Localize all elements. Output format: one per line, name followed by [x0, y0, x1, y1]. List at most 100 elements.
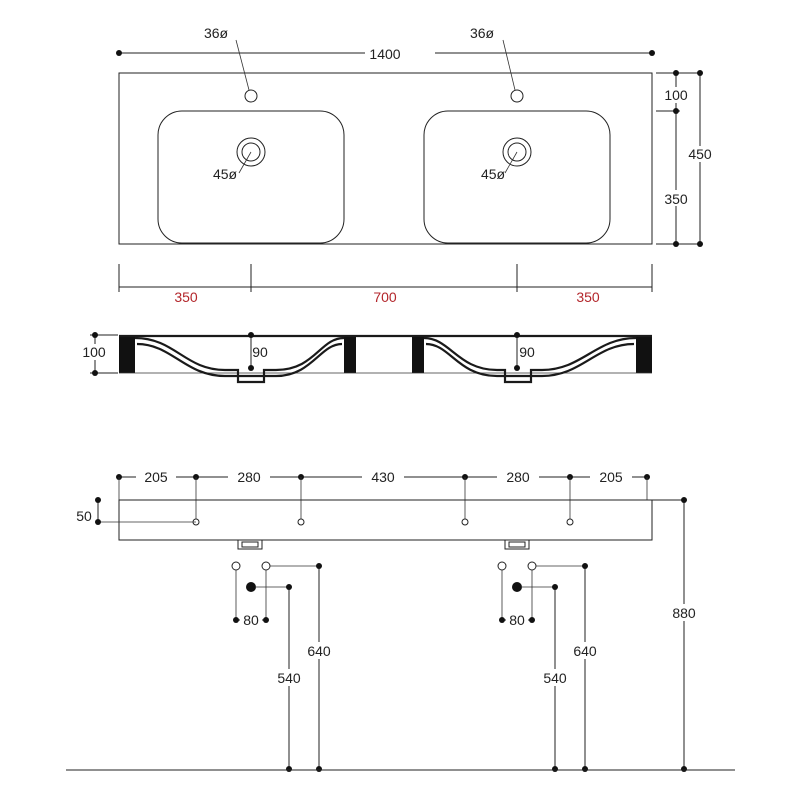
- dimension-tick: [92, 332, 98, 338]
- left-basin-depth-label: 90: [252, 344, 268, 360]
- dimension-tick: [316, 766, 322, 772]
- section-height-label: 100: [82, 344, 106, 360]
- depth-to-basin-label: 100: [664, 87, 688, 103]
- bracket-spacing-2: 280: [237, 469, 261, 485]
- left-basin-profile-outer: [134, 336, 345, 384]
- label-bg: [590, 468, 632, 485]
- dimension-tick: [529, 617, 535, 623]
- dimension-tick: [673, 108, 679, 114]
- bracket-height-label: 50: [76, 508, 92, 524]
- right-supply-height-label: 640: [573, 643, 597, 659]
- left-tap-hole: [244, 89, 258, 103]
- left-drain-outlet-inner: [241, 541, 259, 548]
- dimension-tick: [673, 241, 679, 247]
- mounting-height-label: 880: [672, 605, 696, 621]
- left-plumbing-group: 80 540 640: [231, 561, 336, 772]
- left-hot-supply-point: [261, 561, 271, 571]
- bracket-spacing-5: 205: [599, 469, 623, 485]
- right-basin-profile-inner: [425, 342, 635, 378]
- overall-width-label: 1400: [369, 46, 400, 62]
- dimension-tick: [582, 766, 588, 772]
- right-basin-depth-label: 90: [519, 344, 535, 360]
- label-bg: [228, 468, 270, 485]
- label-bg: [667, 604, 701, 621]
- label-bg: [79, 344, 109, 360]
- dimension-tick: [681, 497, 687, 503]
- label-bg: [568, 642, 602, 659]
- left-basin-profile-inner: [136, 342, 343, 378]
- dimension-tick: [582, 563, 588, 569]
- label-bg: [240, 612, 262, 628]
- left-supply-height-label: 640: [307, 643, 331, 659]
- right-tap-leader: [502, 39, 516, 91]
- label-bg: [272, 669, 306, 686]
- section-block-center-left: [344, 337, 356, 373]
- left-drain-outlet: [237, 539, 263, 550]
- right-basin-profile-outer: [423, 336, 637, 384]
- dimension-tick: [514, 332, 520, 338]
- spacing-right-label: 350: [576, 289, 600, 305]
- label-bg: [136, 468, 176, 485]
- dimension-tick: [95, 519, 101, 525]
- left-waste-point: [246, 582, 256, 592]
- spacing-center-label: 700: [373, 289, 397, 305]
- section-block-left: [119, 335, 135, 373]
- bracket-spacing-4: 280: [506, 469, 530, 485]
- bracket-hole: [461, 518, 469, 526]
- dimension-tick: [248, 365, 254, 371]
- right-waste-height-label: 540: [543, 670, 567, 686]
- left-basin: [157, 110, 345, 244]
- left-tap-leader: [235, 39, 250, 91]
- dimension-tick: [286, 584, 292, 590]
- dimension-tick: [286, 766, 292, 772]
- dimension-tick: [649, 50, 655, 56]
- bracket-spacing-1: 205: [144, 469, 168, 485]
- dimension-tick: [233, 617, 239, 623]
- right-drain-outlet: [504, 539, 530, 550]
- right-drain-outlet-inner: [508, 541, 526, 548]
- section-block-right: [636, 335, 652, 373]
- right-tap-hole-label: 36ø: [470, 25, 495, 41]
- right-plumbing-group: 80 540 640: [497, 561, 602, 772]
- dimension-tick: [263, 617, 269, 623]
- bracket-spacing-3: 430: [371, 469, 395, 485]
- front-view: 205 280 430 280 205 50: [66, 468, 735, 772]
- left-drain-label: 45ø: [213, 166, 238, 182]
- left-waste-height-label: 540: [277, 670, 301, 686]
- right-drain-label: 45ø: [481, 166, 506, 182]
- right-supply-spacing-label: 80: [509, 612, 525, 628]
- label-bg: [302, 642, 336, 659]
- label-bg: [497, 468, 539, 485]
- left-drain-outer: [236, 137, 266, 167]
- label-bg: [362, 468, 404, 485]
- right-drain-leader: [504, 151, 518, 174]
- dimension-tick: [697, 70, 703, 76]
- dimension-tick: [514, 365, 520, 371]
- countertop-front-face: [118, 499, 653, 541]
- right-tap-hole: [510, 89, 524, 103]
- dimension-tick: [95, 497, 101, 503]
- dimension-tick: [499, 617, 505, 623]
- right-drain-inner: [507, 142, 527, 162]
- left-tap-hole-label: 36ø: [204, 25, 229, 41]
- label-bg: [365, 44, 435, 62]
- label-bg: [506, 612, 528, 628]
- dimension-tick: [248, 332, 254, 338]
- right-hot-supply-point: [527, 561, 537, 571]
- label-bg: [684, 146, 716, 162]
- countertop-outline: [118, 72, 653, 245]
- dimension-tick: [552, 584, 558, 590]
- top-view: 1400 36ø 45ø 36ø 45ø 100 35: [116, 25, 716, 305]
- dimension-tick: [552, 766, 558, 772]
- basin-depth-label: 350: [664, 191, 688, 207]
- right-waste-point: [512, 582, 522, 592]
- label-bg: [662, 190, 690, 206]
- left-supply-spacing-label: 80: [243, 612, 259, 628]
- label-bg: [662, 87, 690, 103]
- label-bg: [538, 669, 572, 686]
- dimension-tick: [316, 563, 322, 569]
- section-view: 100 90 90: [79, 332, 652, 384]
- bracket-hole: [566, 518, 574, 526]
- section-block-center-right: [412, 337, 424, 373]
